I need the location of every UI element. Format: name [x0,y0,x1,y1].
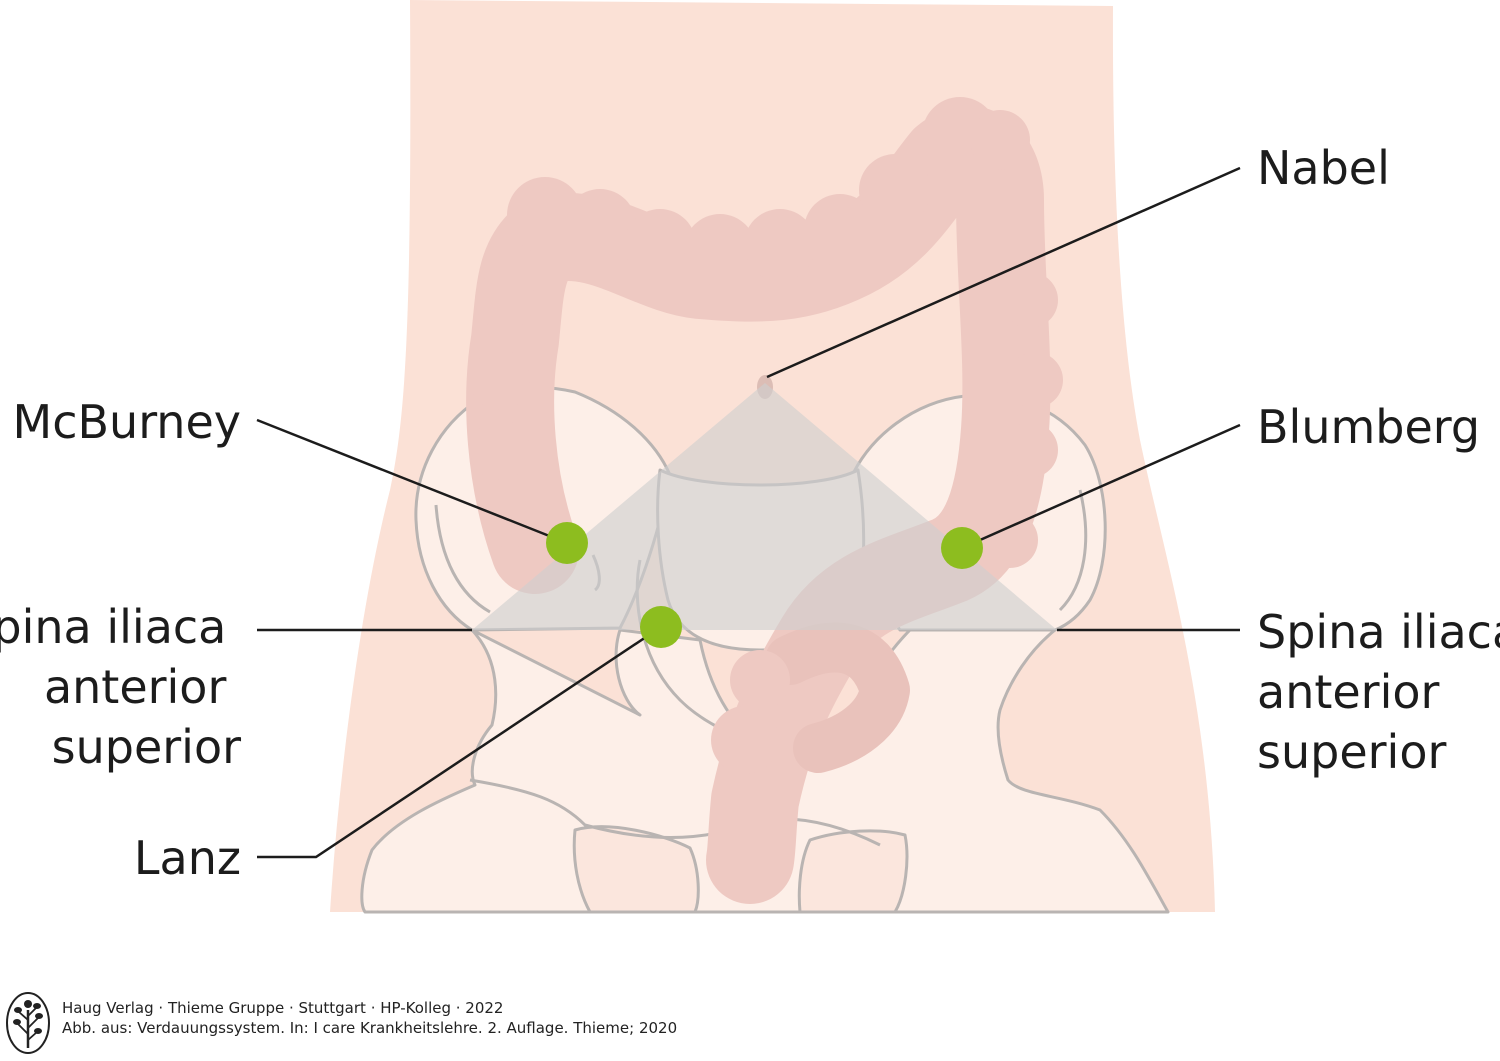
tree-in-oval-icon [6,992,50,1054]
leader-mcburney [256,418,568,545]
leader-nabel [766,166,1241,379]
label-spina-left: Spina iliaca anterior superior [0,600,241,774]
label-nabel: Nabel [1257,141,1390,195]
right-obturator [797,829,909,914]
blumberg-point [941,527,983,569]
label-blumberg: Blumberg [1257,400,1480,454]
lanz-point [640,606,682,648]
leader-lanz [257,625,662,859]
leader-blumberg [961,423,1241,550]
credit-line-1: Haug Verlag · Thieme Gruppe · Stuttgart … [62,999,504,1017]
left-obturator [572,825,700,914]
landmark-triangle [472,383,1057,630]
credit-line-2: Abb. aus: Verdauungssystem. In: I care K… [62,1019,678,1037]
colon-haustra [470,97,1063,774]
label-lanz: Lanz [134,831,241,885]
landmark-points [546,522,983,648]
mcburney-point [546,522,588,564]
label-mcburney: McBurney [13,395,241,449]
label-spina-right: Spina iliaca anterior superior [1257,605,1500,779]
leader-lines [256,166,1241,859]
